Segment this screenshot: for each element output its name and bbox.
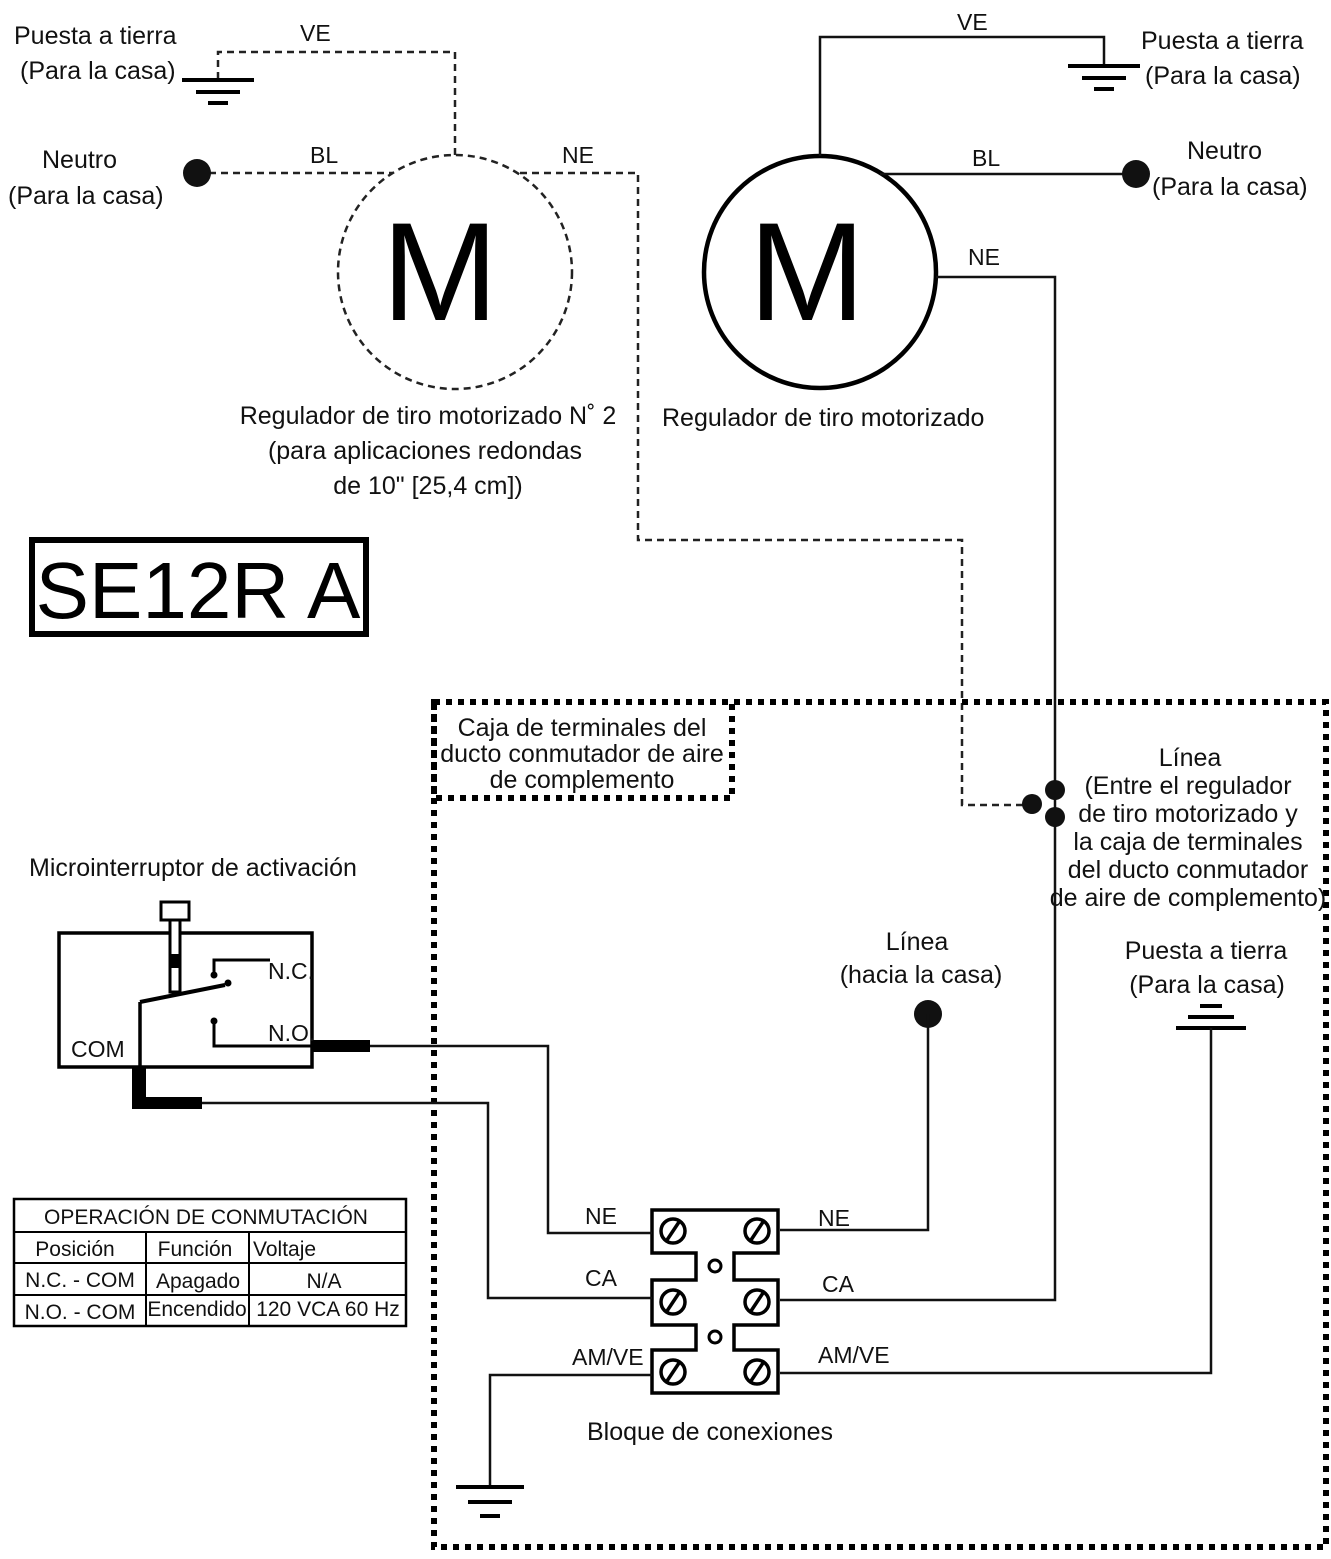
terminal-box-title-frame [431,699,735,801]
line-between-label-2: (Entre el regulador [1084,772,1291,800]
table-header-function: Función [158,1238,233,1261]
line-between-label-5: del ducto conmutador [1068,856,1308,884]
microswitch: Microinterruptor de activación N.C. N.O.… [29,854,370,1109]
connection-block-caption: Bloque de conexiones [587,1418,833,1446]
right-bl-label: BL [972,145,1000,171]
left-motor-symbol: M [382,193,499,350]
connection-block [650,1208,780,1395]
left-neutral-label-2: (Para la casa) [8,182,164,210]
model-label: SE12R A [36,546,361,635]
right-motor-symbol: M [749,193,866,350]
left-motor-circle [336,153,574,391]
switch-operation-table: OPERACIÓN DE CONMUTACIÓN Posición Funció… [12,1197,408,1328]
bottom-ground-symbol [456,1485,524,1518]
left-ground-label-1: Puesta a tierra [14,22,177,50]
microswitch-nc-label: N.C. [268,958,314,984]
block-left-label-ca: CA [585,1265,618,1291]
amve-ground-wire [488,1373,652,1487]
right-neutral-dot [1122,160,1150,188]
left-bl-label: BL [310,142,338,168]
table-header-position: Posición [35,1238,114,1261]
terminal-box-title-1: Caja de terminales del [458,714,707,742]
line-junction-dots [1022,780,1065,827]
ground-house-label-1: Puesta a tierra [1125,937,1288,965]
left-motor-caption-2: (para aplicaciones redondas [268,437,582,465]
block-right-label-ca: CA [822,1271,855,1297]
left-ground-symbol [182,78,254,105]
left-motor-caption-3: de 10" [25,4 cm]) [333,472,523,500]
right-ne-label: NE [968,244,1000,270]
left-ne-wire [520,171,1030,807]
line-house-label-2: (hacia la casa) [840,961,1003,989]
right-neutral-label-1: Neutro [1187,137,1262,165]
right-ground-symbol [1068,64,1140,91]
table-row2-position: N.O. - COM [25,1301,136,1324]
table-title: OPERACIÓN DE CONMUTACIÓN [44,1206,368,1229]
line-between-label-6: de aire de complemento) [1050,884,1327,912]
block-left-label-amve: AM/VE [572,1344,644,1370]
table-row1-position: N.C. - COM [25,1269,135,1292]
block-right-label-amve: AM/VE [818,1342,890,1368]
no-wire [370,1044,652,1235]
left-neutral-dot [183,159,211,187]
table-header-voltage: Voltaje [253,1238,316,1261]
ground-house-group: Puesta a tierra (Para la casa) [780,937,1288,1375]
block-left-label-ne: NE [585,1203,617,1229]
model-label-box: SE12R A [29,537,369,637]
com-wire [200,1101,652,1300]
left-ne-label: NE [562,142,594,168]
microswitch-no-label: N.O. [268,1020,315,1046]
right-ground-label-1: Puesta a tierra [1141,27,1304,55]
left-motor-group: M VE Puesta a tierra (Para la casa) BL N… [8,20,1030,807]
table-row1-function: Apagado [156,1270,240,1293]
table-row2-voltage: 120 VCA 60 Hz [256,1298,400,1321]
microswitch-title: Microinterruptor de activación [29,854,357,882]
table-row2-function: Encendido [147,1298,246,1321]
microswitch-com-label: COM [71,1036,125,1062]
terminal-box-title-3: de complemento [490,766,675,794]
ground-house-label-2: (Para la casa) [1129,971,1285,999]
terminal-box-outline [431,699,1329,1550]
table-row1-voltage: N/A [306,1270,341,1293]
left-motor-caption-1: Regulador de tiro motorizado N˚ 2 [240,402,617,430]
left-ground-label-2: (Para la casa) [20,57,176,85]
right-neutral-label-2: (Para la casa) [1152,173,1308,201]
block-right-label-ne: NE [818,1205,850,1231]
left-ve-wire [216,50,457,155]
right-ground-label-2: (Para la casa) [1145,62,1301,90]
line-between-label-3: de tiro motorizado y [1078,800,1298,828]
left-neutral-label-1: Neutro [42,146,117,174]
line-between-label-4: la caja de terminales [1073,828,1302,856]
line-between-label-1: Línea [1159,744,1222,772]
line-house-group: Línea (hacia la casa) [780,928,1003,1232]
line-house-label-1: Línea [886,928,949,956]
right-ve-wire [818,35,1106,156]
left-ve-label: VE [300,20,331,46]
line-house-wire [780,1014,930,1232]
ground-house-wire [780,1028,1213,1375]
terminal-box-title-2: ducto conmutador de aire [440,740,724,768]
right-ve-label: VE [957,9,988,35]
right-motor-caption: Regulador de tiro motorizado [662,404,984,432]
